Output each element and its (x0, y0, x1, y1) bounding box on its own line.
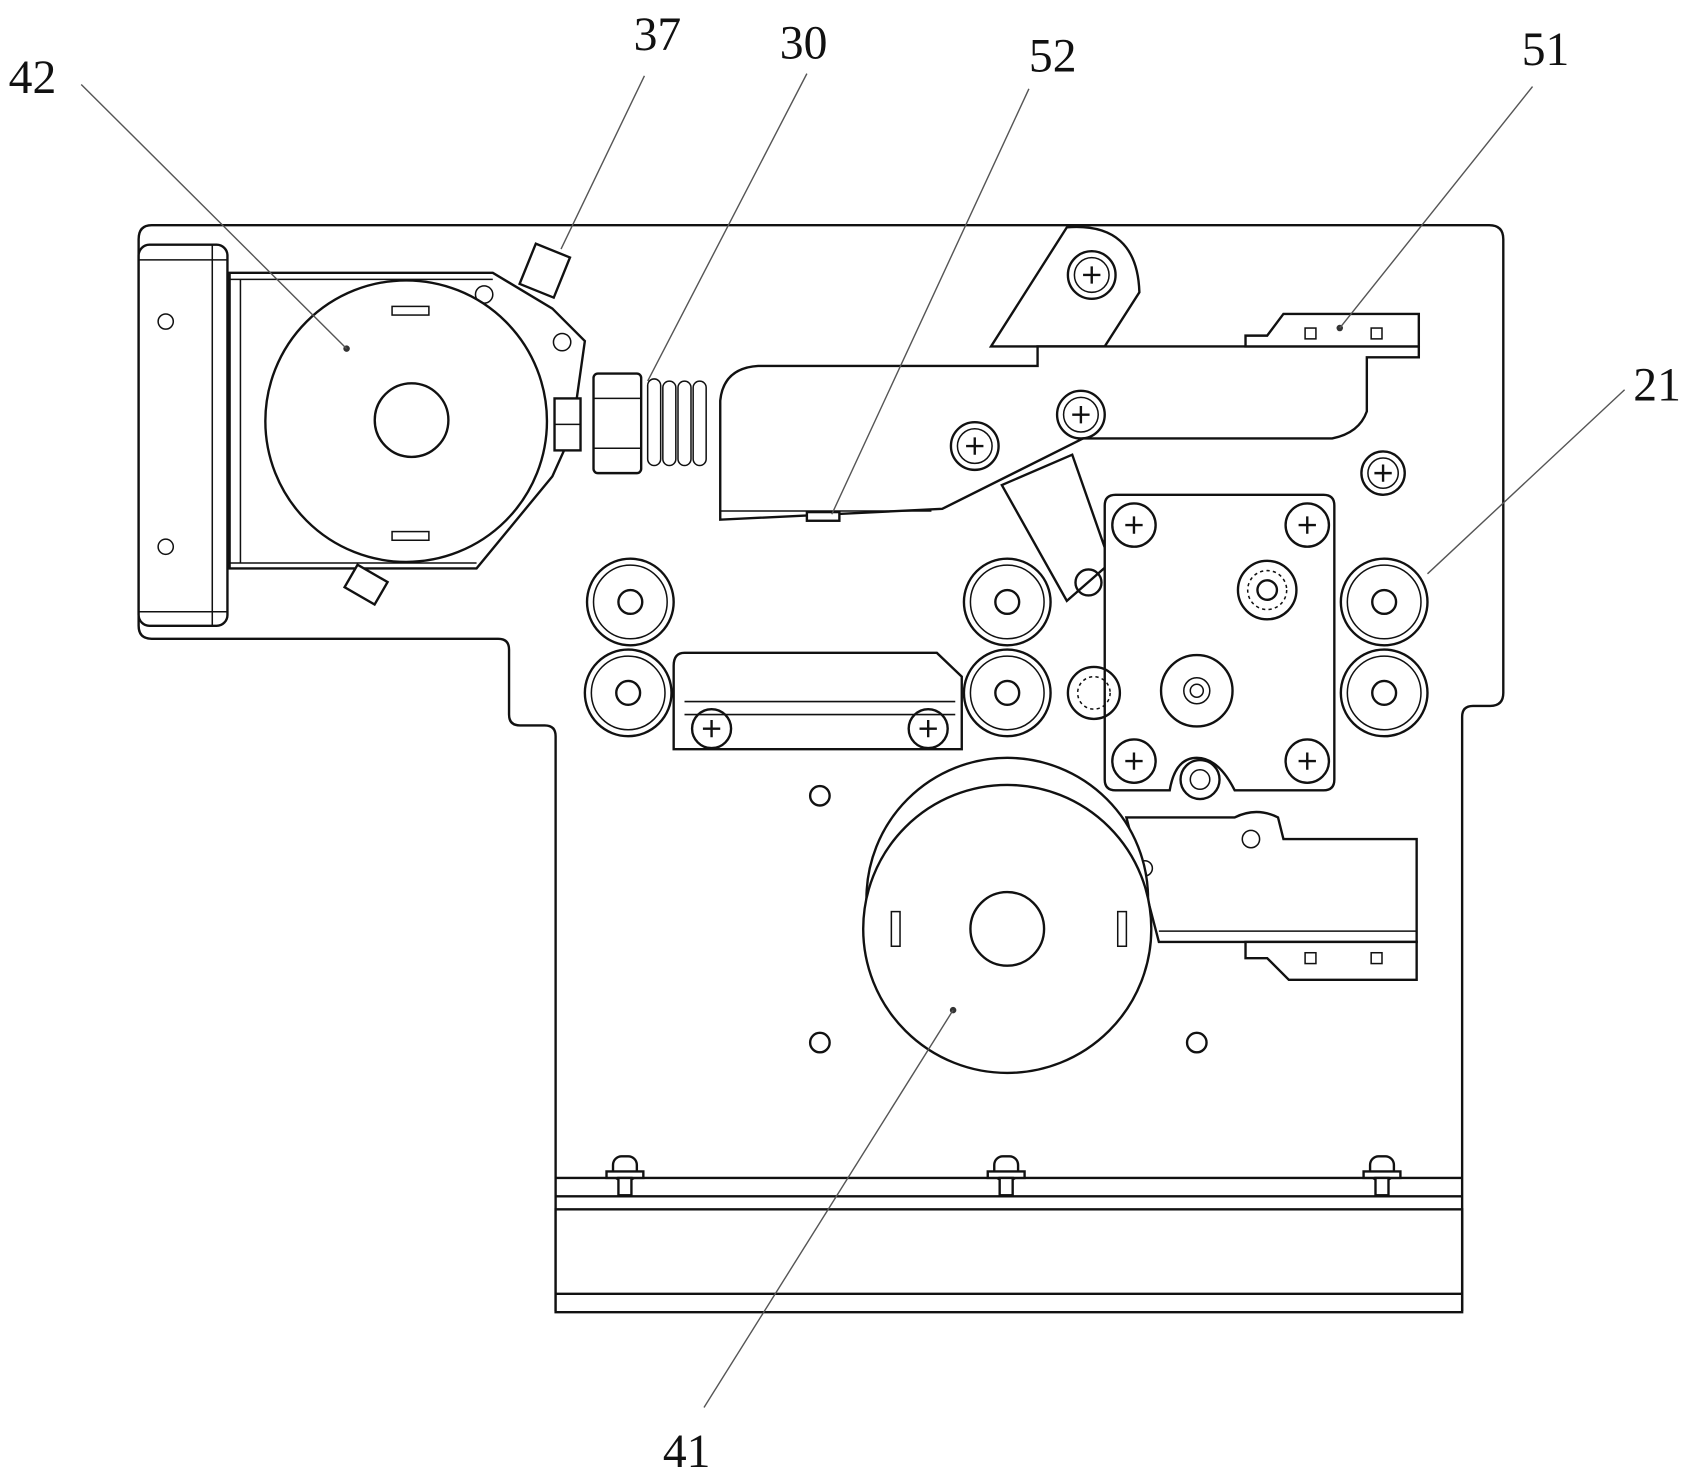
screw-icon (907, 707, 949, 750)
screw-icon (1055, 389, 1106, 440)
leader-52 (831, 88, 1030, 515)
screws (949, 249, 1406, 496)
bearing-icon (1236, 559, 1298, 621)
roller-icon (1339, 648, 1429, 738)
plate-hole-icon (808, 1031, 831, 1054)
plate-hole-icon (808, 784, 831, 807)
screw-icon (1284, 738, 1331, 784)
screw-icon (690, 707, 733, 750)
upper-motor-assembly (228, 242, 587, 607)
guide-rollers (583, 557, 1429, 738)
label-42: 42 (9, 52, 57, 104)
roller-icon (1339, 557, 1429, 647)
mount-hole-icon (157, 538, 175, 556)
lower-reel-hub (969, 890, 1046, 967)
leader-30 (647, 73, 808, 382)
screw-icon (1111, 738, 1157, 784)
screw-icon (1066, 249, 1117, 301)
screw-icon (949, 421, 1000, 472)
guide-block (672, 651, 963, 751)
leader-41 (703, 1009, 954, 1408)
roller-icon (583, 648, 673, 738)
label-51: 51 (1522, 24, 1570, 76)
gearbox-plate (1066, 493, 1336, 801)
bolt-icon (986, 1155, 1026, 1197)
label-21: 21 (1633, 360, 1681, 412)
screw-icon (1360, 450, 1406, 496)
label-52: 52 (1029, 30, 1077, 82)
label-41: 41 (663, 1426, 711, 1478)
leader-37 (560, 75, 646, 250)
lower-motor-assembly (862, 756, 1418, 1075)
roller-icon (962, 557, 1052, 647)
leader-51 (1339, 86, 1534, 329)
leader-42 (80, 83, 348, 350)
leader-21 (1427, 389, 1626, 575)
spring-assembly (553, 372, 707, 475)
bolt-icon (605, 1155, 645, 1197)
leader-lines (80, 73, 1626, 1408)
spring-coils (646, 378, 707, 467)
upper-reel-hub (373, 382, 450, 459)
label-30: 30 (780, 17, 828, 69)
bearing-icon (1066, 665, 1122, 721)
upper-reel-disk (264, 279, 549, 564)
mount-hole-icon (157, 313, 175, 330)
roller-icon (962, 648, 1052, 738)
plate-hole-icon (1185, 1031, 1208, 1054)
screw-icon (1111, 502, 1157, 548)
lower-reel-disk (862, 783, 1153, 1075)
roller-icon (585, 557, 675, 647)
label-37: 37 (634, 9, 682, 61)
bottom-rail (554, 1155, 1464, 1314)
base-plate (137, 224, 1505, 1312)
left-bracket (137, 243, 229, 627)
screw-icon (1284, 502, 1331, 548)
bolt-icon (1362, 1155, 1402, 1197)
